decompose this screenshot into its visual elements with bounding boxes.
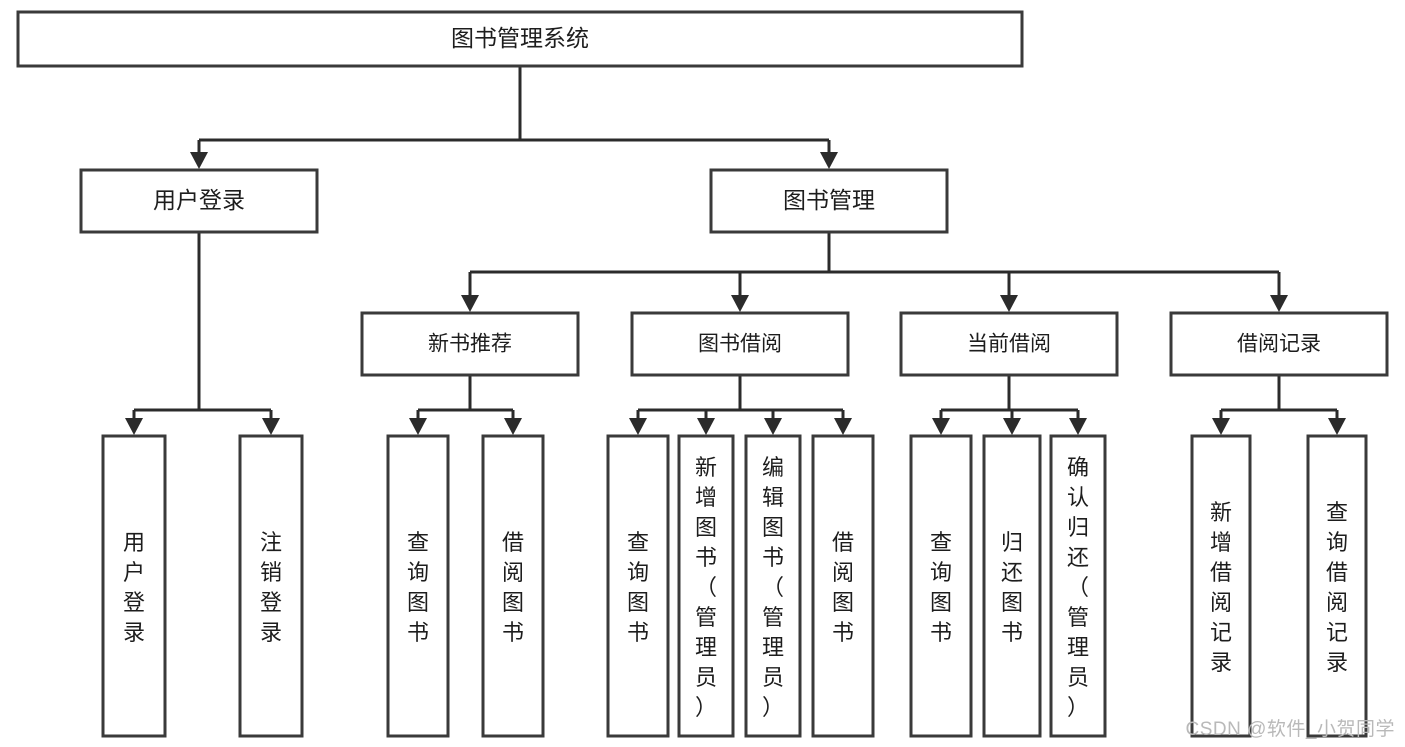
leaf-leaf-add-book-admin[interactable]: 新增图书（管理员）: [677, 434, 735, 738]
node-box: [79, 168, 319, 234]
node-root[interactable]: 图书管理系统: [16, 10, 1024, 68]
leaf-label: 新增图书（管理员）: [695, 455, 717, 720]
node-label: 用户登录: [153, 187, 245, 213]
leaf-label: 查询借阅记录: [1326, 500, 1348, 675]
leaf-label: 查询图书: [627, 530, 649, 645]
connector-layer: [125, 66, 1346, 435]
node-current-borrow[interactable]: 当前借阅: [899, 311, 1119, 377]
leaf-leaf-query-book-1[interactable]: 查询图书: [386, 434, 450, 738]
arrow-head-icon: [125, 418, 143, 435]
arrow-head-icon: [1212, 418, 1230, 435]
node-label: 当前借阅: [967, 333, 1051, 356]
arrow-head-icon: [262, 418, 280, 435]
arrow-head-icon: [697, 418, 715, 435]
leaf-label: 查询图书: [930, 530, 952, 645]
leaf-leaf-borrow-book-1[interactable]: 借阅图书: [481, 434, 545, 738]
leaf-box: [811, 434, 875, 738]
node-label: 新书推荐: [428, 333, 512, 356]
node-user-login[interactable]: 用户登录: [79, 168, 319, 234]
leaf-label: 查询图书: [407, 530, 429, 645]
leaf-box: [744, 434, 802, 738]
leaf-box: [386, 434, 450, 738]
leaf-box: [1306, 434, 1368, 738]
leaf-label: 确认归还（管理员）: [1067, 455, 1089, 720]
leaf-leaf-borrow-book-2[interactable]: 借阅图书: [811, 434, 875, 738]
node-label: 图书管理系统: [451, 25, 589, 51]
leaf-box: [481, 434, 545, 738]
leaf-leaf-query-book-2[interactable]: 查询图书: [606, 434, 670, 738]
leaf-leaf-add-borrow-record[interactable]: 新增借阅记录: [1190, 434, 1252, 738]
node-box: [360, 311, 580, 377]
node-box: [16, 10, 1024, 68]
leaf-box: [677, 434, 735, 738]
leaf-box: [1190, 434, 1252, 738]
arrow-head-icon: [1069, 418, 1087, 435]
arrow-head-icon: [1000, 295, 1018, 312]
leaf-box: [606, 434, 670, 738]
arrow-head-icon: [461, 295, 479, 312]
node-box: [630, 311, 850, 377]
leaf-label: 归还图书: [1001, 530, 1023, 645]
leaf-box: [909, 434, 973, 738]
arrow-head-icon: [190, 152, 208, 169]
leaf-label: 借阅图书: [502, 530, 524, 645]
leaf-label: 用户登录: [123, 530, 145, 645]
leaf-leaf-return-book[interactable]: 归还图书: [982, 434, 1042, 738]
node-borrow-record[interactable]: 借阅记录: [1169, 311, 1389, 377]
leaf-label: 新增借阅记录: [1210, 500, 1232, 675]
node-box: [899, 311, 1119, 377]
arrow-head-icon: [409, 418, 427, 435]
leaf-leaf-confirm-return-admin[interactable]: 确认归还（管理员）: [1049, 434, 1107, 738]
leaf-box: [238, 434, 304, 738]
leaf-leaf-user-logout[interactable]: 注销登录: [238, 434, 304, 738]
leaf-box: [1049, 434, 1107, 738]
arrow-head-icon: [629, 418, 647, 435]
arrow-head-icon: [1270, 295, 1288, 312]
node-box: [1169, 311, 1389, 377]
arrow-head-icon: [764, 418, 782, 435]
arrow-head-icon: [820, 152, 838, 169]
arrow-head-icon: [1003, 418, 1021, 435]
node-label: 图书借阅: [698, 333, 782, 356]
arrow-head-icon: [834, 418, 852, 435]
node-label: 借阅记录: [1237, 333, 1321, 356]
leaf-label: 借阅图书: [832, 530, 854, 645]
arrow-head-icon: [932, 418, 950, 435]
arrow-head-icon: [504, 418, 522, 435]
node-label: 图书管理: [783, 187, 875, 213]
leaf-leaf-user-login[interactable]: 用户登录: [101, 434, 167, 738]
node-box: [709, 168, 949, 234]
arrow-head-icon: [1328, 418, 1346, 435]
leaf-leaf-query-borrow-record[interactable]: 查询借阅记录: [1306, 434, 1368, 738]
node-book-borrow[interactable]: 图书借阅: [630, 311, 850, 377]
leaf-leaf-query-book-3[interactable]: 查询图书: [909, 434, 973, 738]
leaf-box: [101, 434, 167, 738]
leaf-label: 编辑图书（管理员）: [762, 455, 784, 720]
leaf-label: 注销登录: [260, 530, 282, 645]
node-layer: 图书管理系统用户登录图书管理新书推荐图书借阅当前借阅借阅记录用户登录注销登录查询…: [16, 10, 1389, 738]
leaf-leaf-edit-book-admin[interactable]: 编辑图书（管理员）: [744, 434, 802, 738]
node-book-management[interactable]: 图书管理: [709, 168, 949, 234]
arrow-head-icon: [731, 295, 749, 312]
node-new-book-recommend[interactable]: 新书推荐: [360, 311, 580, 377]
leaf-box: [982, 434, 1042, 738]
